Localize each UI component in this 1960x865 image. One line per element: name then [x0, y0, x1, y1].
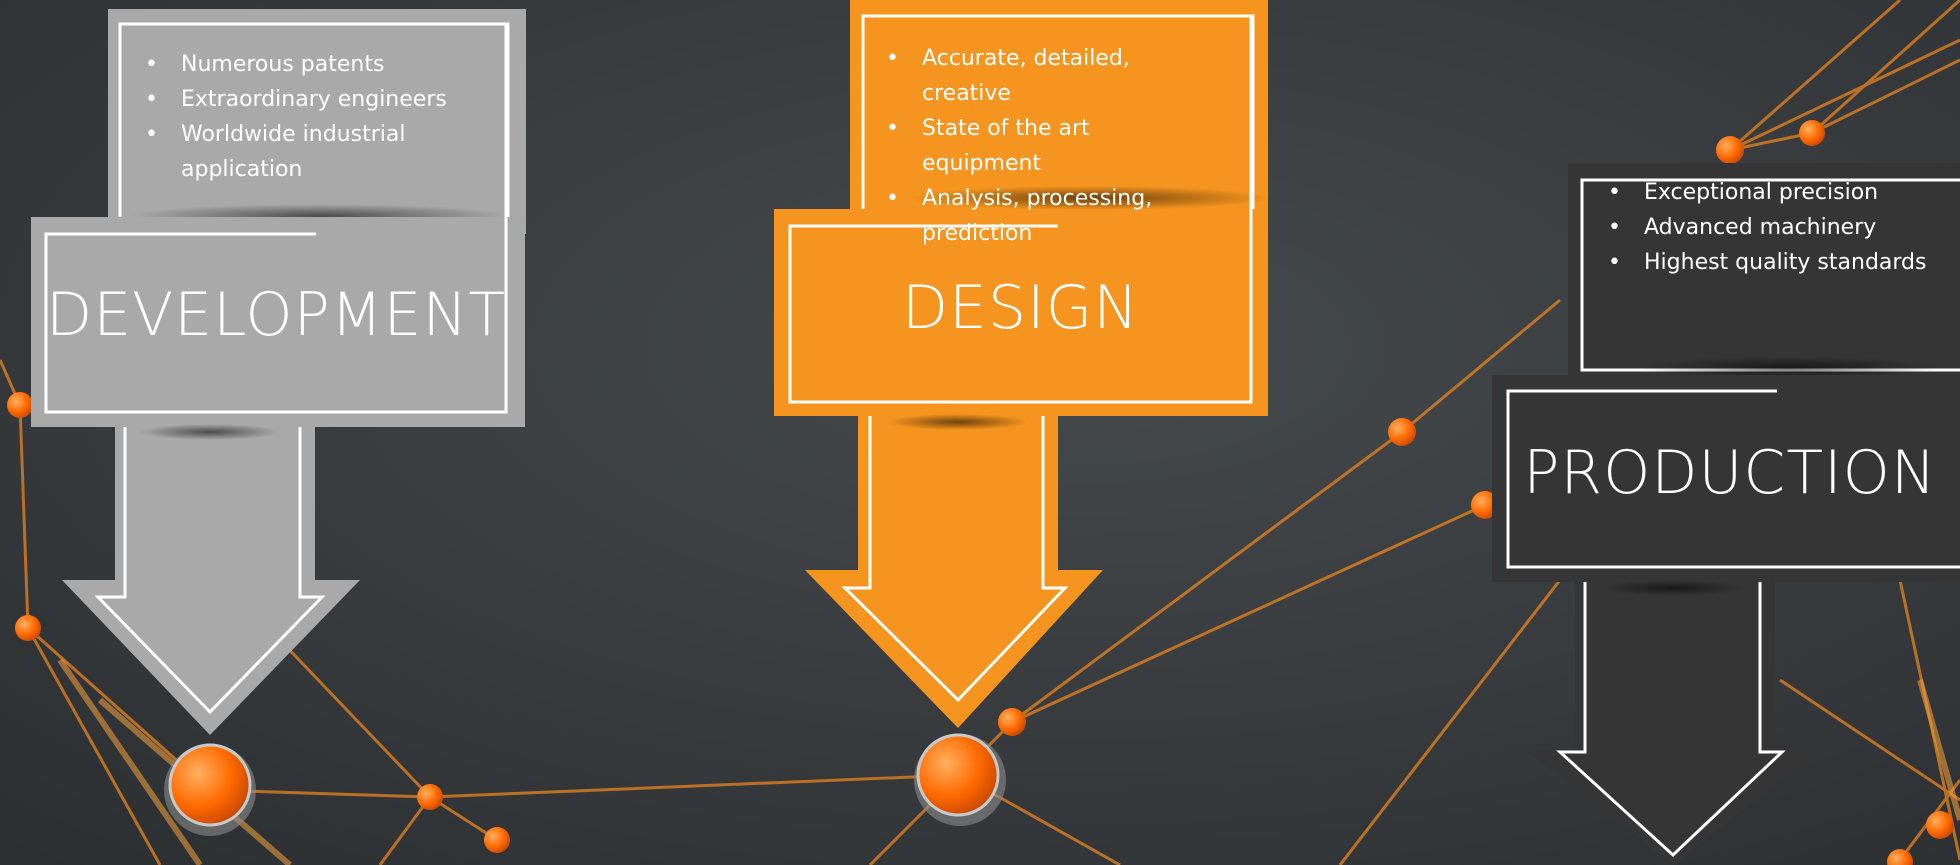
stage-node-development — [164, 743, 256, 836]
stage-card-design: Accurate, detailed, creative State of th… — [760, 0, 1320, 760]
network-nodes — [7, 120, 1954, 865]
bullet-item: Extraordinary engineers — [145, 82, 475, 117]
bullet-item: Numerous patents — [145, 47, 475, 82]
stage-title-production: PRODUCTION — [1523, 438, 1937, 508]
production-bullets: Exceptional precision Advanced machinery… — [1608, 175, 1948, 280]
bullet-item: Advanced machinery — [1608, 210, 1948, 245]
stage-card-development: Numerous patents Extraordinary engineers… — [0, 0, 560, 760]
stage-title-development: DEVELOPMENT — [46, 280, 506, 350]
bullet-item: Accurate, detailed, creative — [886, 41, 1206, 111]
stage-title-design: DESIGN — [901, 273, 1140, 343]
bullet-item: Worldwide industrial application — [145, 117, 475, 187]
bullet-item: State of the art equipment — [886, 111, 1206, 181]
design-bullets: Accurate, detailed, creative State of th… — [886, 41, 1206, 251]
bullet-item: Exceptional precision — [1608, 175, 1948, 210]
development-bullets: Numerous patents Extraordinary engineers… — [145, 47, 475, 187]
stage-card-production: Exceptional precision Advanced machinery… — [1490, 150, 1960, 865]
bullet-item: Analysis, processing, prediction — [886, 181, 1206, 251]
bullet-item: Highest quality standards — [1608, 245, 1948, 280]
stage-node-design — [914, 733, 1006, 826]
